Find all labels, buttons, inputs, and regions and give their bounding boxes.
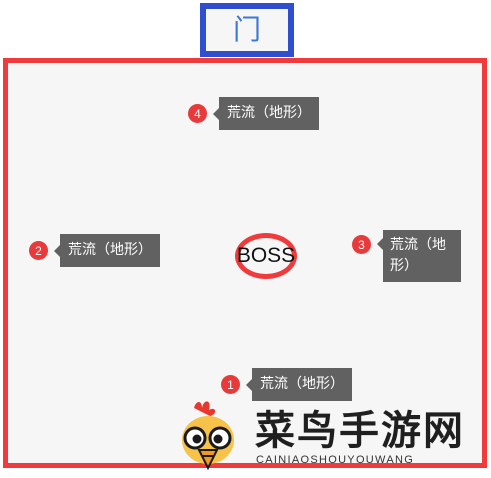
boss-arena: 4 荒流（地形） 2 荒流（地形） 3 荒流（地形） 1 荒流（地形） BOSS xyxy=(3,58,487,468)
marker-3-number: 3 xyxy=(352,235,371,254)
boss-marker[interactable]: BOSS xyxy=(235,233,297,279)
marker-4[interactable]: 4 荒流（地形） xyxy=(188,97,319,130)
door-label: 门 xyxy=(232,13,261,46)
marker-3[interactable]: 3 荒流（地形） xyxy=(352,230,461,282)
marker-2-label: 荒流（地形） xyxy=(54,234,160,267)
marker-1-label: 荒流（地形） xyxy=(246,368,352,401)
marker-3-label: 荒流（地形） xyxy=(377,230,461,282)
boss-label: BOSS xyxy=(236,244,296,267)
marker-1-number: 1 xyxy=(221,375,240,394)
chicken-mascot-icon xyxy=(182,401,234,471)
marker-2-number: 2 xyxy=(29,241,48,260)
marker-1[interactable]: 1 荒流（地形） xyxy=(221,368,352,401)
marker-2[interactable]: 2 荒流（地形） xyxy=(29,234,160,267)
watermark-subtitle: CAINIAOSHOUYOUWANG xyxy=(256,454,415,466)
watermark: 菜鸟手游网 CAINIAOSHOUYOUWANG xyxy=(172,394,484,474)
marker-4-label: 荒流（地形） xyxy=(213,97,319,130)
door-box: 门 xyxy=(200,3,294,57)
watermark-title: 菜鸟手游网 xyxy=(255,407,465,454)
marker-4-number: 4 xyxy=(188,104,207,123)
